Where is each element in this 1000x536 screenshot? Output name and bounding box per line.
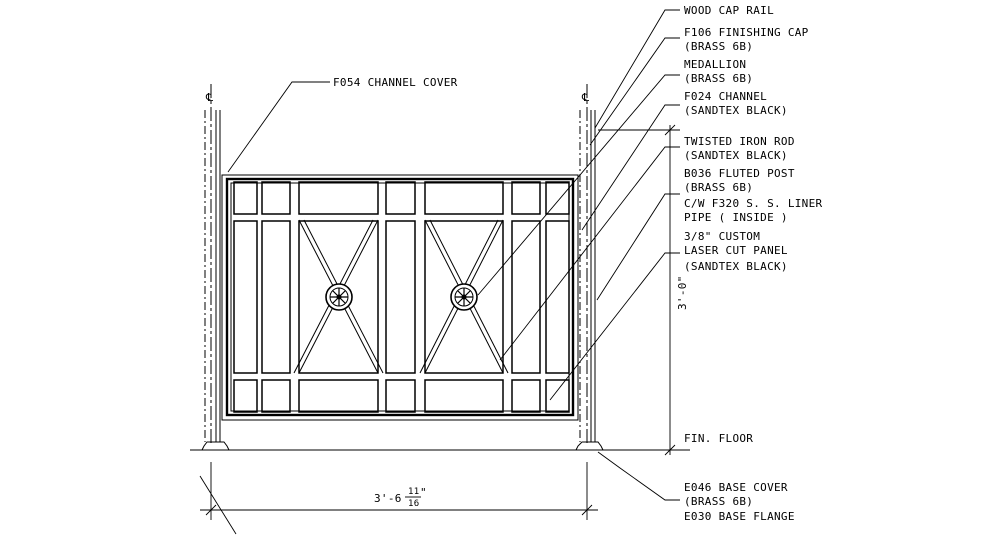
leader-lines: [227, 9, 680, 501]
fluted-post-label: B036 FLUTED POST: [684, 167, 795, 180]
channel-cover-label: F054 CHANNEL COVER: [333, 76, 458, 89]
base-cover-finish-label: (BRASS 6B): [684, 495, 753, 508]
fin-floor-label: FIN. FLOOR: [684, 432, 753, 445]
width-dimension: [199, 462, 598, 535]
right-centerline-mark: ℄: [581, 91, 589, 104]
laser-cut-panel-label: LASER CUT PANEL: [684, 244, 788, 257]
right-post: ℄: [579, 84, 596, 446]
panel-openings: [233, 181, 570, 413]
left-base-cover: [201, 441, 230, 451]
panel-frame: [221, 174, 579, 421]
base-flange-label: E030 BASE FLANGE: [684, 510, 795, 523]
medallion-finish-label: (BRASS 6B): [684, 72, 753, 85]
twisted-rod-finish-label: (SANDTEX BLACK): [684, 149, 788, 162]
width-dimension-text: 3'-6 11 16 ": [374, 486, 427, 509]
right-base-cover: [575, 441, 604, 451]
svg-text:": ": [420, 486, 427, 499]
left-centerline-mark: ℄: [205, 91, 213, 104]
panel-finish-label: (SANDTEX BLACK): [684, 260, 788, 273]
finishing-cap-finish-label: (BRASS 6B): [684, 40, 753, 53]
height-dimension: [598, 124, 680, 456]
liner-pipe-label: C/W F320 S. S. LINER: [684, 197, 823, 210]
medallion-right: [450, 283, 478, 311]
channel-label: F024 CHANNEL: [684, 90, 767, 103]
svg-text:3'-6: 3'-6: [374, 492, 402, 505]
liner-pipe-inside-label: PIPE ( INSIDE ): [684, 211, 788, 224]
custom-panel-label: 3/8" CUSTOM: [684, 230, 760, 243]
wood-cap-rail-label: WOOD CAP RAIL: [684, 4, 774, 17]
twisted-rod-label: TWISTED IRON ROD: [684, 135, 795, 148]
fluted-post-finish-label: (BRASS 6B): [684, 181, 753, 194]
base-cover-label: E046 BASE COVER: [684, 481, 788, 494]
channel-finish-label: (SANDTEX BLACK): [684, 104, 788, 117]
medallion-left: [325, 283, 353, 311]
left-post: ℄: [204, 84, 221, 446]
svg-text:11: 11: [408, 487, 419, 497]
height-dimension-text: 3'-0": [676, 275, 689, 310]
finishing-cap-label: F106 FINISHING CAP: [684, 26, 809, 39]
medallion-label: MEDALLION: [684, 58, 746, 71]
svg-text:16: 16: [408, 499, 419, 509]
